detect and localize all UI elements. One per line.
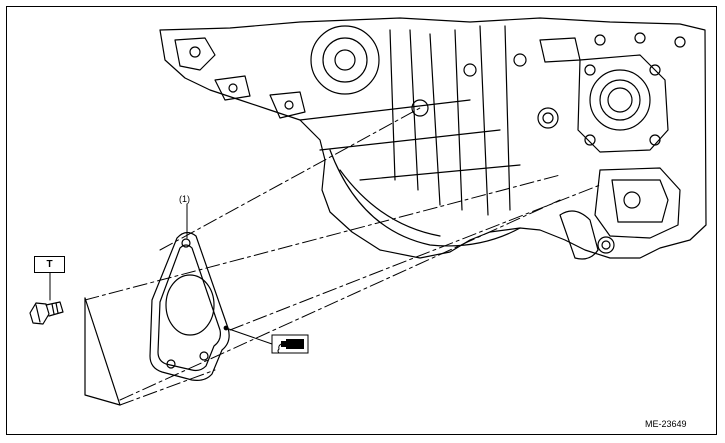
alignment-lines <box>84 107 601 401</box>
sealant-tube-icon <box>271 334 309 354</box>
torque-symbol: T <box>46 259 53 270</box>
engine-block-icon <box>159 17 707 260</box>
torque-symbol-box: T <box>34 256 65 273</box>
figure-id: ME-23649 <box>645 419 687 429</box>
part-number-label: (1) <box>179 194 190 204</box>
figure-frame <box>6 6 717 435</box>
bolt-icon <box>29 301 64 325</box>
bolt-reference-wedge <box>84 297 216 406</box>
gasket-plate-icon <box>149 231 230 381</box>
sealant-leader-dot <box>223 325 229 331</box>
sealant-leader <box>225 327 273 345</box>
